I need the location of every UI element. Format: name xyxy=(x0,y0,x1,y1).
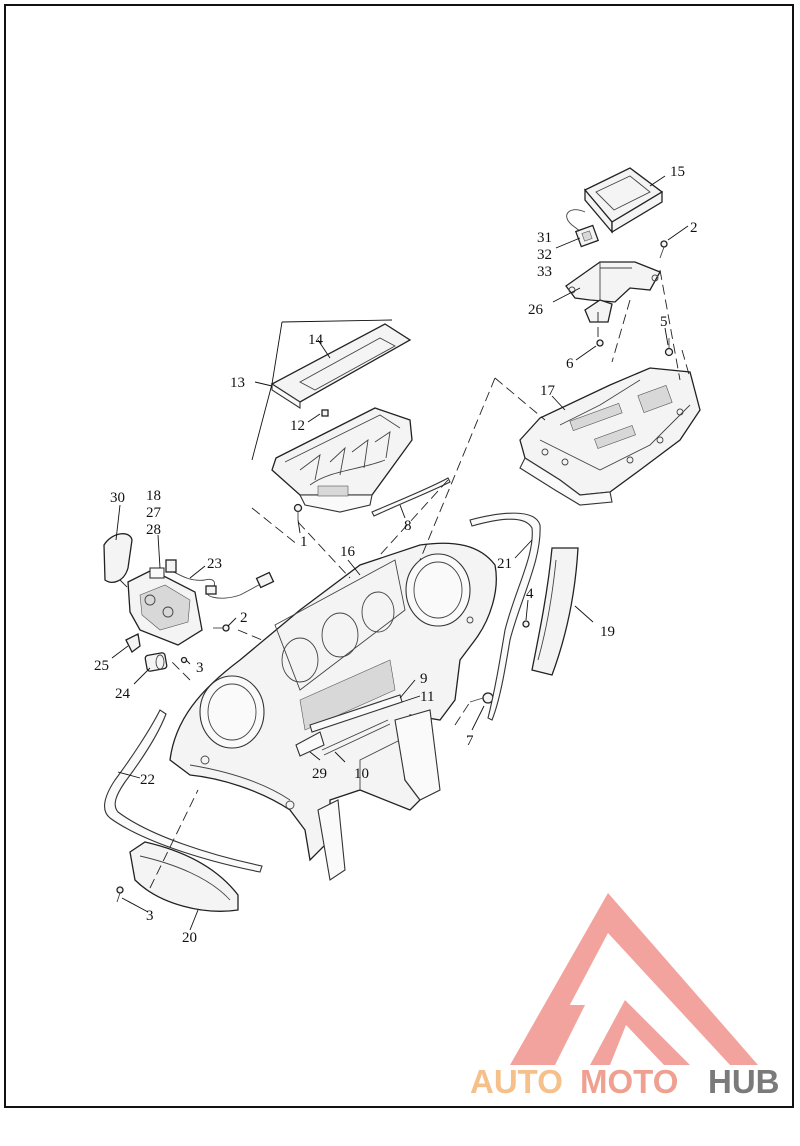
part-4-screw xyxy=(522,620,530,628)
bracket-13-top xyxy=(271,321,283,385)
leader-lines xyxy=(111,175,689,931)
callout-22: 22 xyxy=(140,772,155,788)
callout-12: 12 xyxy=(290,418,305,434)
assembly-dashed-lines xyxy=(119,269,691,889)
callout-7: 7 xyxy=(466,733,474,749)
callout-3-lower: 3 xyxy=(146,908,154,924)
callout-labels: 15 2 31 32 33 26 5 6 14 13 17 12 30 18 2… xyxy=(94,164,698,946)
callout-6: 6 xyxy=(566,356,574,372)
callout-4: 4 xyxy=(526,586,534,602)
callout-29: 29 xyxy=(312,766,327,782)
callout-20: 20 xyxy=(182,930,197,946)
part-19-side-panel xyxy=(531,547,579,676)
part-2-screw-top xyxy=(659,240,668,259)
watermark-hub: HUB xyxy=(708,1063,780,1100)
diagram-frame xyxy=(4,4,794,1108)
part-29-strip xyxy=(295,731,325,757)
callout-17: 17 xyxy=(540,383,556,399)
part-25-clip xyxy=(125,633,141,653)
watermark-moto: MOTO xyxy=(580,1063,678,1100)
callout-23: 23 xyxy=(207,556,222,572)
part-1-screw xyxy=(293,503,303,520)
part-23-harness xyxy=(165,559,275,599)
part-13-vent-assembly xyxy=(271,407,413,513)
callout-33: 33 xyxy=(537,264,552,280)
callout-21: 21 xyxy=(497,556,512,572)
callout-32: 32 xyxy=(537,247,552,263)
callout-8: 8 xyxy=(404,518,412,534)
part-24-bushing xyxy=(144,652,168,672)
callout-27: 27 xyxy=(146,505,162,521)
watermark-auto: AUTO xyxy=(470,1063,563,1100)
callout-19: 19 xyxy=(600,624,615,640)
callout-15: 15 xyxy=(670,164,685,180)
callout-2-left: 2 xyxy=(240,610,248,626)
part-3-screw-upper xyxy=(180,656,188,664)
part-6-nut xyxy=(596,339,604,347)
watermark-mark-icon xyxy=(510,893,758,1065)
part-12-clip xyxy=(321,409,329,417)
part-20-lower-panel xyxy=(129,841,239,912)
part-30-mirror-shell xyxy=(103,533,133,583)
callout-2-top: 2 xyxy=(690,220,698,236)
part-5-screw xyxy=(664,338,674,357)
callout-14: 14 xyxy=(308,332,324,348)
callout-10: 10 xyxy=(354,766,369,782)
part-2-screw-left xyxy=(213,624,230,632)
automotohub-watermark: AUTO MOTO HUB xyxy=(470,893,780,1100)
part-7-fastener xyxy=(469,692,494,704)
callout-5: 5 xyxy=(660,314,668,330)
callout-31: 31 xyxy=(537,230,552,246)
callout-3-upper: 3 xyxy=(196,660,204,676)
part-10-strip xyxy=(321,719,391,756)
part-8-seal-strip xyxy=(371,477,451,517)
callout-18: 18 xyxy=(146,488,161,504)
part-15-module xyxy=(566,167,664,236)
callout-30: 30 xyxy=(110,490,125,506)
callout-9: 9 xyxy=(420,671,428,687)
bracket-13-side xyxy=(251,383,273,461)
callout-1: 1 xyxy=(300,534,308,550)
part-31-connector xyxy=(574,224,600,248)
part-26-bracket xyxy=(565,261,661,323)
callout-11: 11 xyxy=(420,689,434,705)
callout-28: 28 xyxy=(146,522,161,538)
callout-24: 24 xyxy=(115,686,131,702)
bracket-13-line xyxy=(281,319,393,323)
part-21-trim-right xyxy=(469,512,541,721)
part-14-trim-panel xyxy=(270,323,412,410)
part-22-trim-left xyxy=(104,709,263,873)
callout-16: 16 xyxy=(340,544,356,560)
part-18-housing xyxy=(127,567,203,646)
callout-25: 25 xyxy=(94,658,109,674)
part-17-mounting-plate xyxy=(519,367,701,506)
callout-26: 26 xyxy=(528,302,544,318)
part-3-screw-lower xyxy=(116,886,124,903)
part-16-fairing xyxy=(169,542,497,881)
callout-13: 13 xyxy=(230,375,245,391)
